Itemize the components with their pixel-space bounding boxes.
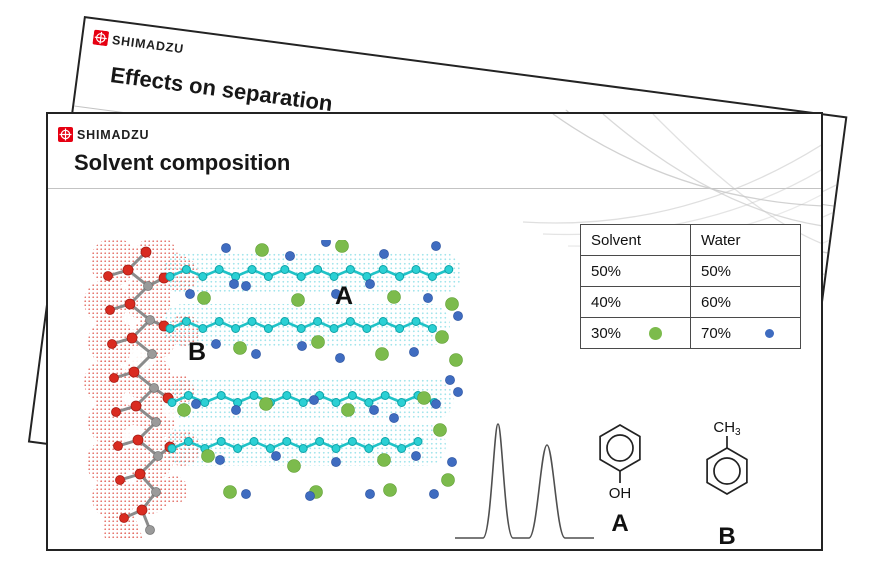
table-header-water: Water	[690, 224, 801, 256]
chromatogram	[455, 423, 594, 539]
diagram-label-a: A	[335, 282, 353, 310]
molecule-a-phenol: OH A	[587, 414, 653, 536]
ch3-substituent: CH3	[713, 419, 741, 438]
c18-chains	[165, 265, 454, 453]
decorative-swoosh	[523, 114, 821, 247]
shimadzu-logo: SHIMADZU	[92, 29, 185, 56]
solvent-40-cell: 40%	[580, 286, 691, 318]
solvent-50-cell: 50%	[580, 255, 691, 287]
solvent-30-value: 30%	[591, 324, 622, 342]
phenol-structure: OH	[599, 424, 641, 502]
back-slide-title: Effects on separation	[108, 62, 335, 117]
molecule-b-toluene: CH3 B	[694, 419, 760, 549]
table-row: 50% 50%	[580, 255, 801, 287]
water-60-cell: 60%	[690, 286, 801, 318]
solvent-water-table: Solvent Water 50% 50% 40% 60% 30%	[580, 224, 801, 349]
table-row: 30% 70%	[580, 317, 801, 349]
green-dot-icon	[649, 326, 663, 340]
stationary-phase-diagram: A B	[84, 240, 463, 540]
shimadzu-logo-icon	[92, 29, 109, 47]
diagram-label-b: B	[188, 338, 206, 366]
toluene-structure: CH3	[706, 419, 748, 495]
chain-cloud	[162, 252, 462, 466]
solvent-30-cell: 30%	[580, 317, 691, 349]
shimadzu-logo: SHIMADZU	[58, 127, 149, 142]
water-70-cell: 70%	[690, 317, 801, 349]
front-slide: SHIMADZU Solvent composition	[46, 112, 823, 551]
molecule-b-label: B	[718, 523, 736, 550]
shimadzu-logo-text: SHIMADZU	[77, 127, 150, 142]
front-slide-title: Solvent composition	[74, 150, 291, 175]
solvent-water-dots	[177, 240, 463, 501]
water-50-cell: 50%	[690, 255, 801, 287]
blue-dot-icon	[765, 328, 775, 338]
water-70-value: 70%	[701, 324, 732, 342]
table-row: 40% 60%	[580, 286, 801, 318]
silica-cloud	[84, 240, 200, 540]
table-header-solvent: Solvent	[580, 224, 691, 256]
title-divider	[48, 188, 821, 189]
oh-substituent: OH	[609, 485, 632, 502]
table-header-row: Solvent Water	[580, 224, 801, 256]
shimadzu-logo-text: SHIMADZU	[111, 32, 185, 56]
molecule-a-label: A	[611, 510, 629, 537]
shimadzu-logo-icon	[58, 127, 73, 142]
